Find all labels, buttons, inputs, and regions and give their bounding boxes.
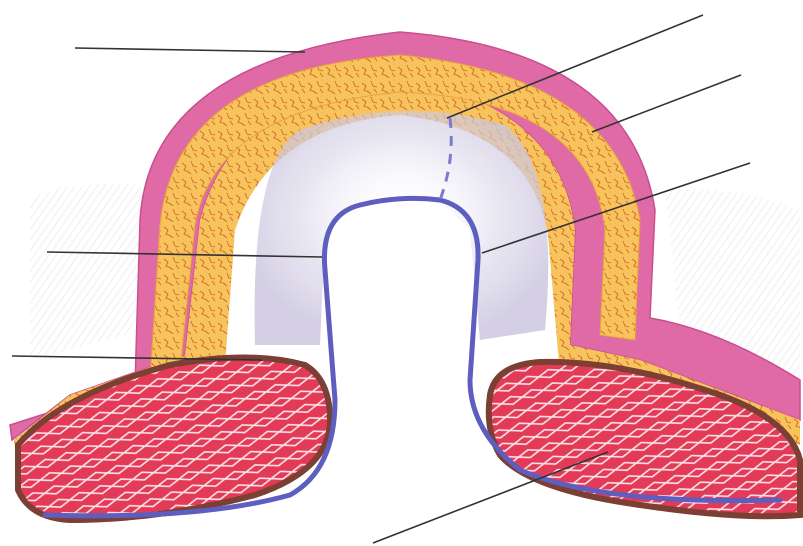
pointer-line-muscle (373, 452, 608, 543)
pointer-line-skin (75, 48, 305, 52)
background-hatching-left (30, 184, 145, 360)
sac-contents-haze (255, 111, 549, 345)
pointer-line-fat (592, 75, 741, 132)
